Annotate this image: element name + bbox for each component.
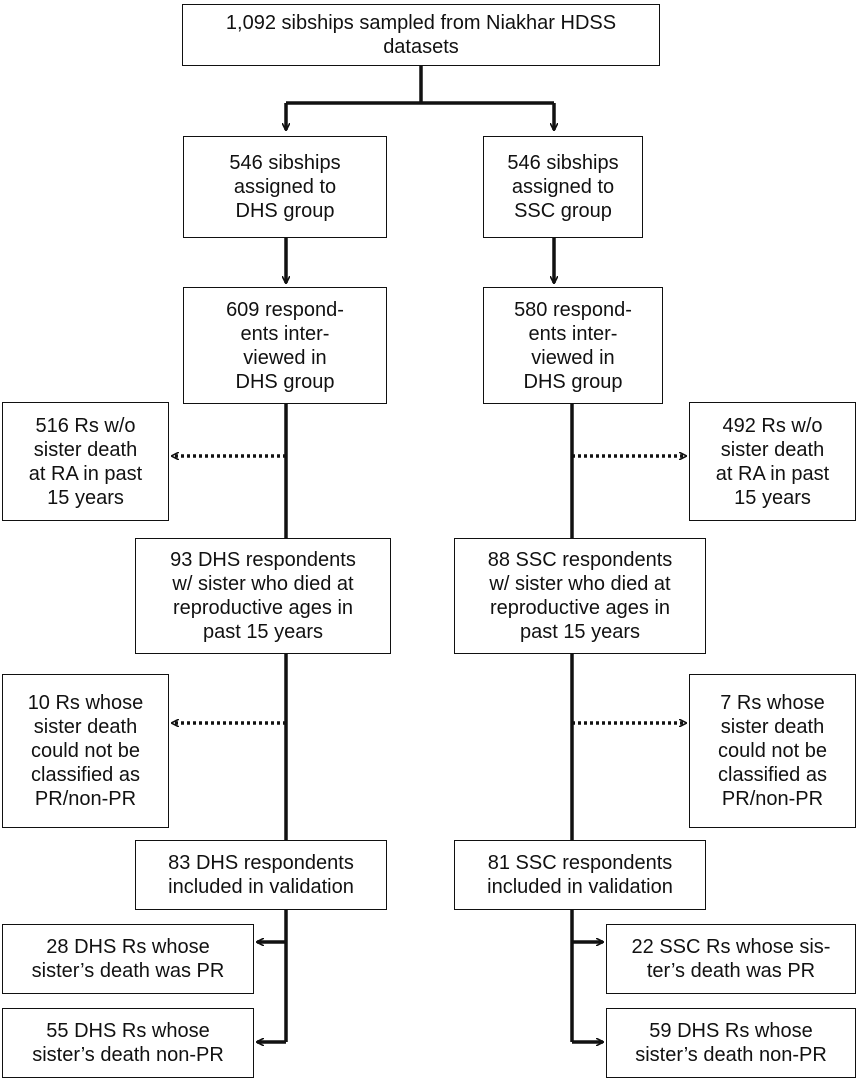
right-interviewed-text: 580 respond- ents inter- viewed in DHS g…: [514, 298, 632, 393]
left-pr-box: 28 DHS Rs whose sister’s death was PR: [2, 924, 254, 994]
right-pr-text: 22 SSC Rs whose sis- ter’s death was PR: [631, 936, 831, 982]
left-interviewed-text: 609 respond- ents inter- viewed in DHS g…: [226, 298, 344, 393]
left-with-death-box: 93 DHS respondents w/ sister who died at…: [135, 538, 391, 654]
right-included-box: 81 SSC respondents included in validatio…: [454, 840, 706, 910]
left-nonpr-box: 55 DHS Rs whose sister’s death non-PR: [2, 1008, 254, 1078]
right-included-text: 81 SSC respondents included in validatio…: [487, 852, 673, 898]
right-nonpr-text: 59 DHS Rs whose sister’s death non-PR: [635, 1020, 827, 1066]
right-pr-box: 22 SSC Rs whose sis- ter’s death was PR: [606, 924, 856, 994]
top-box-sibships-sampled: 1,092 sibships sampled from Niakhar HDSS…: [182, 4, 660, 66]
left-pr-text: 28 DHS Rs whose sister’s death was PR: [31, 936, 225, 982]
left-unclassified-box: 10 Rs whose sister death could not be cl…: [2, 674, 169, 828]
left-assigned-box: 546 sibships assigned to DHS group: [183, 136, 387, 238]
right-with-death-text: 88 SSC respondents w/ sister who died at…: [487, 549, 673, 643]
top-box-text: 1,092 sibships sampled from Niakhar HDSS…: [225, 12, 617, 58]
left-with-death-text: 93 DHS respondents w/ sister who died at…: [170, 549, 356, 643]
right-unclassified-text: 7 Rs whose sister death could not be cla…: [718, 692, 827, 810]
right-interviewed-box: 580 respond- ents inter- viewed in DHS g…: [483, 287, 663, 404]
left-nonpr-text: 55 DHS Rs whose sister’s death non-PR: [32, 1020, 224, 1066]
right-assigned-text: 546 sibships assigned to SSC group: [507, 152, 619, 222]
left-interviewed-box: 609 respond- ents inter- viewed in DHS g…: [183, 287, 387, 404]
left-assigned-text: 546 sibships assigned to DHS group: [229, 152, 341, 222]
right-with-death-box: 88 SSC respondents w/ sister who died at…: [454, 538, 706, 654]
left-included-text: 83 DHS respondents included in validatio…: [168, 852, 354, 898]
left-excluded-text: 516 Rs w/o sister death at RA in past 15…: [28, 414, 143, 509]
left-excluded-box: 516 Rs w/o sister death at RA in past 15…: [2, 402, 169, 521]
left-unclassified-text: 10 Rs whose sister death could not be cl…: [27, 692, 144, 810]
right-assigned-box: 546 sibships assigned to SSC group: [483, 136, 643, 238]
right-excluded-box: 492 Rs w/o sister death at RA in past 15…: [689, 402, 856, 521]
right-unclassified-box: 7 Rs whose sister death could not be cla…: [689, 674, 856, 828]
right-nonpr-box: 59 DHS Rs whose sister’s death non-PR: [606, 1008, 856, 1078]
right-excluded-text: 492 Rs w/o sister death at RA in past 15…: [715, 414, 830, 509]
left-included-box: 83 DHS respondents included in validatio…: [135, 840, 387, 910]
